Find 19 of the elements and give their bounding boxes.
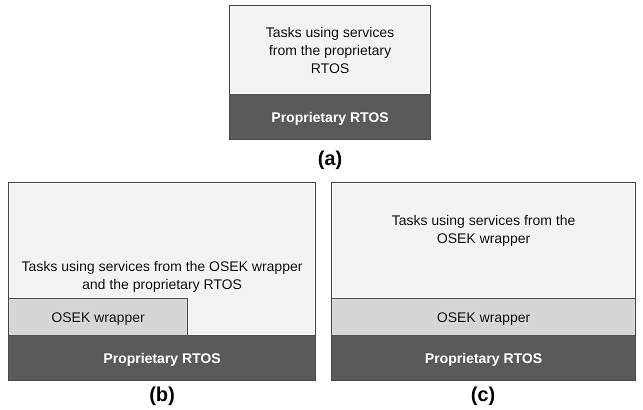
layer-text: Tasks using services from the OSEK wrapper and the proprietary RTOS [20, 257, 304, 293]
panel-label: (b) [148, 384, 176, 407]
wrapper-layer [331, 298, 636, 336]
layer-panel [331, 182, 636, 299]
layer-panel [8, 182, 316, 336]
wrapper-layer [8, 298, 188, 336]
layer-text: Tasks using services from the OSEK wrapper [390, 211, 576, 247]
rtos-layer [8, 335, 316, 381]
panel-label: (a) [316, 148, 344, 171]
layer-text: OSEK wrapper [51, 308, 145, 326]
panel-label: (c) [470, 384, 496, 407]
rtos-layer [229, 94, 431, 140]
rtos-layer [331, 335, 636, 381]
layer-text: Proprietary RTOS [271, 108, 389, 126]
layer-text: Proprietary RTOS [424, 349, 542, 367]
layer-panel [229, 5, 431, 95]
layer-text: Tasks using services from the proprietary RTOS [264, 23, 396, 77]
layer-text: Proprietary RTOS [103, 349, 221, 367]
layer-text: OSEK wrapper [436, 308, 530, 326]
